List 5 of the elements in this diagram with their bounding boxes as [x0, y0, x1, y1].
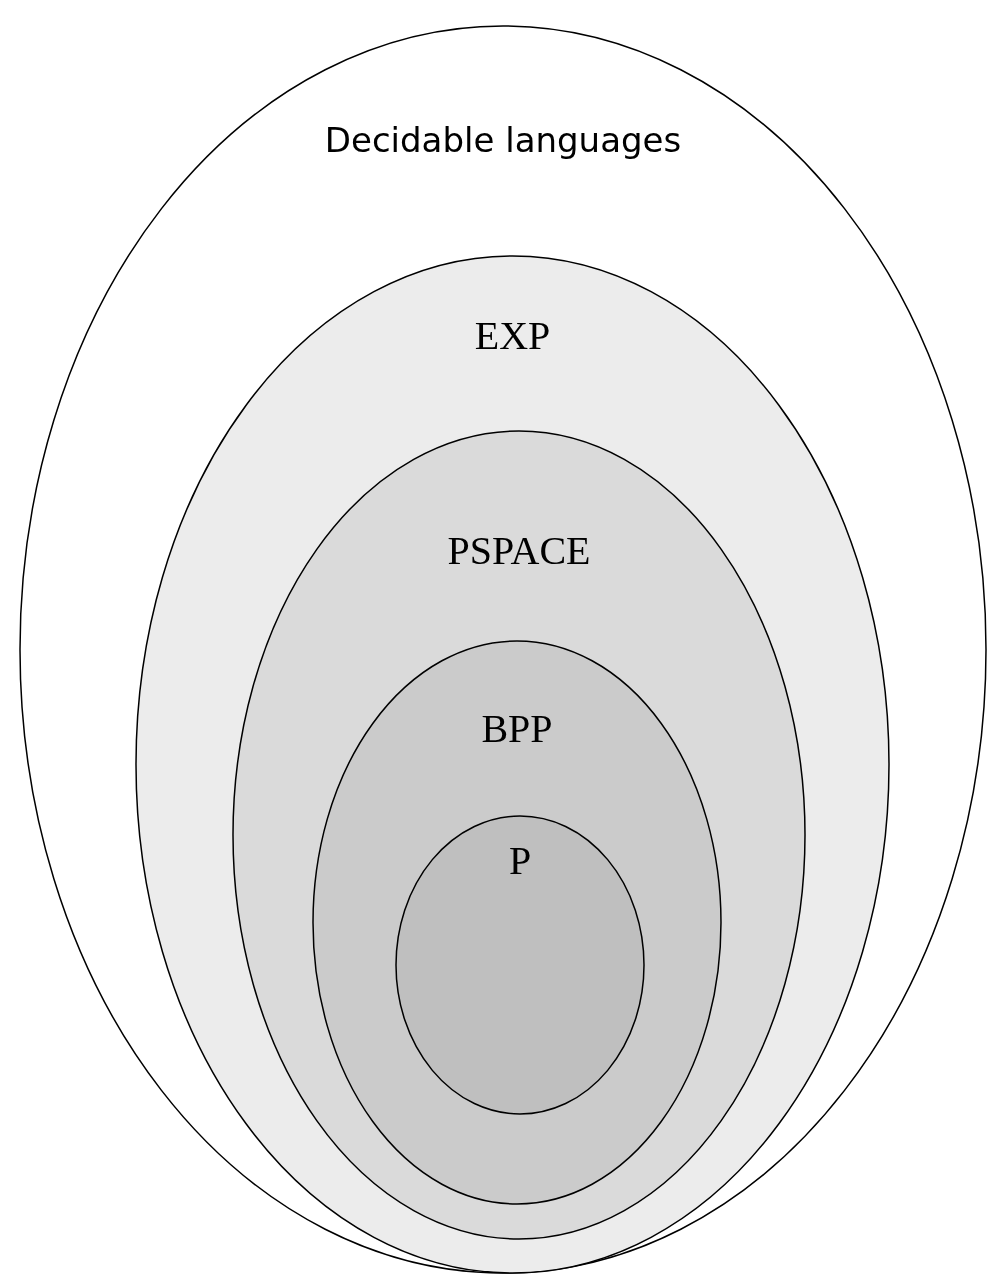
set-label: PSPACE: [447, 527, 591, 574]
set-label: BPP: [481, 705, 553, 752]
set-label: Decidable languages: [324, 120, 682, 160]
set-label: EXP: [474, 312, 551, 359]
set-label: P: [508, 837, 532, 884]
